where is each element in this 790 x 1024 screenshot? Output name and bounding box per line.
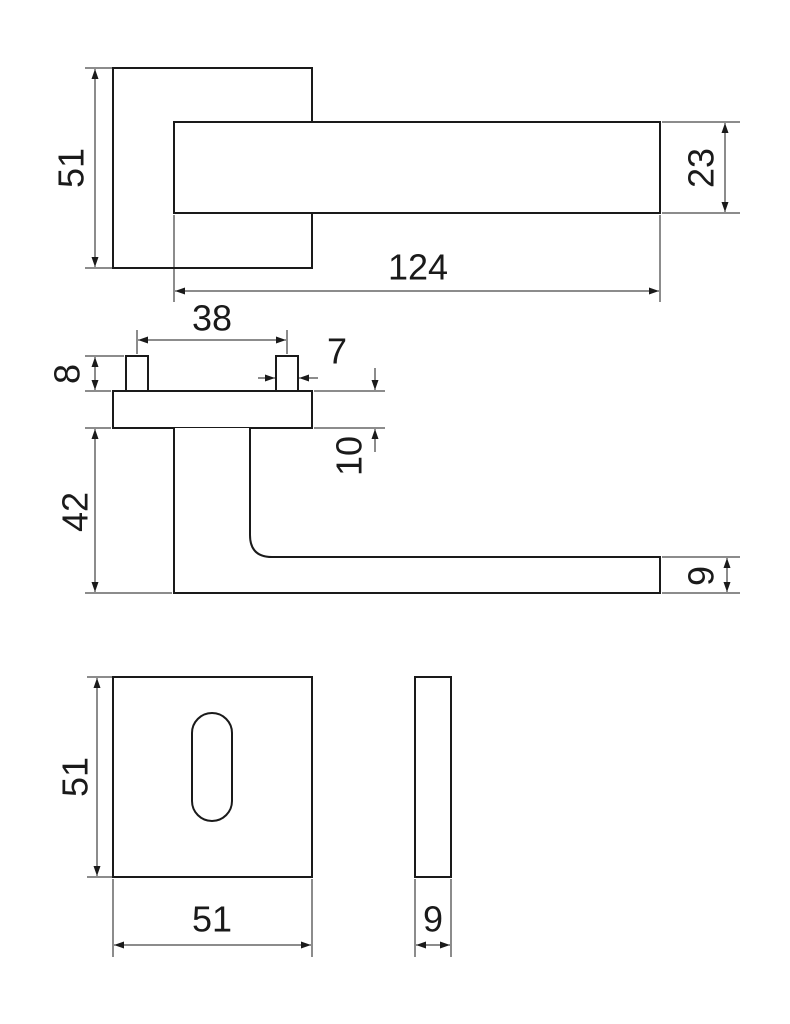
dim-label: 42 (55, 492, 96, 532)
dim-lever-height: 23 (662, 121, 740, 214)
dim-rosette-thickness: 10 (314, 368, 385, 476)
dim-label: 124 (388, 247, 448, 288)
dim-pin-height: 8 (47, 355, 124, 392)
dim-escutcheon-width: 51 (112, 879, 313, 957)
pin-left (125, 355, 149, 392)
top-view: 51 23 124 (51, 67, 740, 302)
escutcheon-side (414, 676, 452, 878)
dim-label: 51 (192, 899, 232, 940)
dim-pin-spacing: 38 (136, 298, 288, 354)
dim-rosette-height: 51 (51, 67, 113, 269)
dim-lever-thickness: 9 (662, 556, 740, 594)
dim-escutcheon-height: 51 (55, 676, 113, 878)
dim-pin-diameter: 7 (258, 331, 347, 382)
dim-label: 23 (681, 148, 722, 188)
pin-right (275, 355, 299, 392)
dim-label: 10 (329, 436, 370, 476)
dim-label: 51 (51, 148, 92, 188)
rosette-side (112, 390, 313, 429)
dim-label: 38 (192, 298, 232, 339)
dim-label: 7 (327, 331, 347, 372)
dim-label: 8 (47, 364, 88, 384)
dim-label: 9 (681, 566, 722, 586)
dim-label: 9 (423, 899, 443, 940)
side-view: 38 7 8 10 42 9 (47, 298, 740, 594)
escutcheon-view: 51 51 9 (55, 676, 452, 957)
dim-escutcheon-thickness: 9 (414, 879, 452, 957)
dim-lever-projection: 42 (55, 427, 172, 594)
keyhole (191, 712, 233, 822)
dim-lever-length: 124 (173, 215, 661, 302)
lever-side (173, 428, 661, 594)
lever-top (173, 121, 661, 214)
dim-label: 51 (55, 757, 96, 797)
